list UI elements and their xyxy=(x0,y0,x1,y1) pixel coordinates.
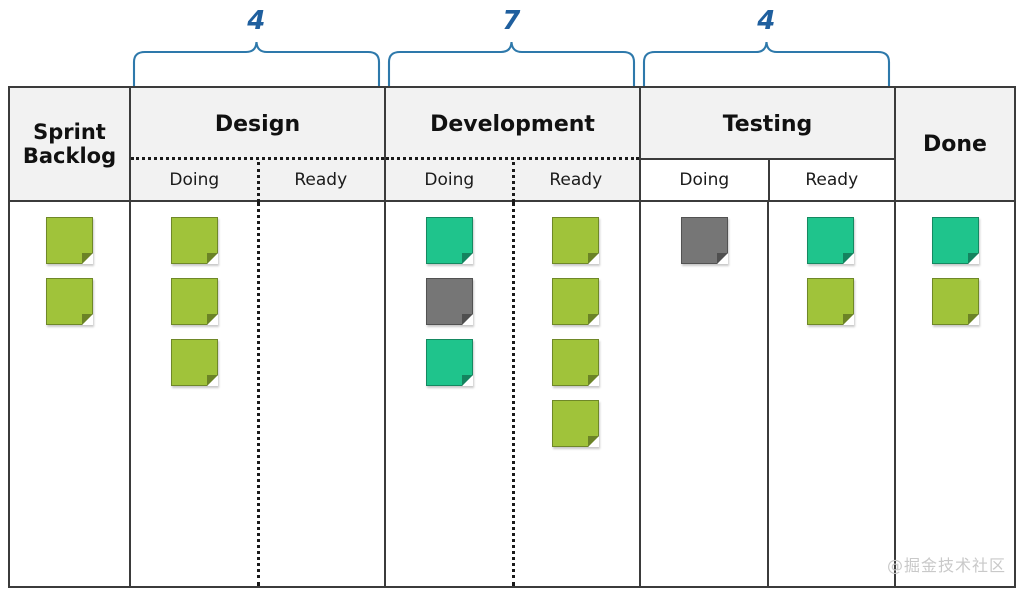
sticky-note-card[interactable] xyxy=(807,278,854,325)
column-title-development: Development xyxy=(386,88,639,162)
column-divider xyxy=(639,88,641,586)
column-done[interactable]: Done xyxy=(896,88,1014,586)
column-divider xyxy=(894,88,896,586)
sticky-note-card[interactable] xyxy=(425,278,473,325)
sticky-note-card[interactable] xyxy=(552,339,599,386)
column-title-line-2: Backlog xyxy=(22,144,117,168)
column-header-done: Done xyxy=(896,88,1014,202)
subheader-row-testing: Doing Ready xyxy=(641,158,894,200)
watermark: @掘金技术社区 xyxy=(886,556,1006,575)
column-title-sprint-backlog: Sprint Backlog xyxy=(10,88,129,202)
wip-limit-value-development: 7 xyxy=(502,6,521,36)
curly-brace-icon-development xyxy=(387,41,636,88)
lane-sprint-backlog[interactable] xyxy=(10,202,129,586)
sticky-note-card[interactable] xyxy=(680,217,728,264)
column-development[interactable]: Development Doing Ready xyxy=(386,88,639,586)
sticky-note-card[interactable] xyxy=(931,217,979,264)
subcolumn-divider-head-design xyxy=(257,162,260,202)
column-divider xyxy=(129,88,131,586)
lane-development-ready[interactable] xyxy=(512,202,639,586)
column-header-testing: Testing Doing Ready xyxy=(641,88,894,202)
sticky-note-card[interactable] xyxy=(425,339,473,386)
column-title-testing: Testing xyxy=(641,88,894,162)
sticky-note-card[interactable] xyxy=(46,217,93,264)
column-header-sprint-backlog: Sprint Backlog xyxy=(10,88,129,202)
kanban-board: Sprint Backlog Design Doing Ready xyxy=(8,86,1016,588)
wip-limit-value-testing: 4 xyxy=(757,6,776,36)
subcolumn-label-testing-ready: Ready xyxy=(767,160,895,200)
wip-limit-value-design: 4 xyxy=(247,6,266,36)
subcolumn-divider-testing xyxy=(767,202,769,586)
lane-done[interactable] xyxy=(896,202,1014,586)
column-title-done: Done xyxy=(896,88,1014,202)
sticky-note-card[interactable] xyxy=(552,400,599,447)
subcolumn-divider-design xyxy=(257,202,260,586)
column-title-line-1: Sprint xyxy=(33,120,106,145)
curly-brace-icon-design xyxy=(132,41,381,88)
column-testing[interactable]: Testing Doing Ready xyxy=(641,88,894,586)
sticky-note-card[interactable] xyxy=(552,278,599,325)
sticky-note-card[interactable] xyxy=(425,217,473,264)
wip-limit-annotations: 4 7 4 xyxy=(0,0,1024,92)
column-title-text: Development xyxy=(430,111,595,137)
sticky-note-card[interactable] xyxy=(931,278,979,325)
subcolumn-divider-development xyxy=(512,202,515,586)
wip-limit-development: 7 xyxy=(384,0,639,92)
lane-testing-ready[interactable] xyxy=(767,202,894,586)
lane-design-doing[interactable] xyxy=(131,202,257,586)
column-title-design: Design xyxy=(131,88,384,162)
sticky-note-card[interactable] xyxy=(807,217,854,264)
subcolumn-label-design-ready: Ready xyxy=(294,170,348,190)
subcolumn-label-design-doing: Doing xyxy=(169,170,220,190)
subcolumn-label-development-ready: Ready xyxy=(549,170,603,190)
subcolumn-divider-head-development xyxy=(512,162,515,202)
sticky-note-card[interactable] xyxy=(170,278,218,325)
column-sprint-backlog[interactable]: Sprint Backlog xyxy=(10,88,129,586)
lane-testing-doing[interactable] xyxy=(641,202,767,586)
lane-development-doing[interactable] xyxy=(386,202,512,586)
column-title-text: Done xyxy=(923,131,987,157)
subcolumn-label-testing-doing: Doing xyxy=(679,170,730,190)
sticky-note-card[interactable] xyxy=(170,339,218,386)
wip-limit-testing: 4 xyxy=(639,0,894,92)
column-divider xyxy=(384,88,386,586)
wip-limit-design: 4 xyxy=(129,0,384,92)
sticky-note-card[interactable] xyxy=(552,217,599,264)
lane-design-ready[interactable] xyxy=(257,202,384,586)
column-title-text: Design xyxy=(214,111,301,137)
sticky-note-card[interactable] xyxy=(46,278,93,325)
curly-brace-icon-testing xyxy=(642,41,891,88)
column-design[interactable]: Design Doing Ready xyxy=(131,88,384,586)
sticky-note-card[interactable] xyxy=(170,217,218,264)
column-title-text: Testing xyxy=(722,111,813,137)
subcolumn-label-development-doing: Doing xyxy=(424,170,475,190)
